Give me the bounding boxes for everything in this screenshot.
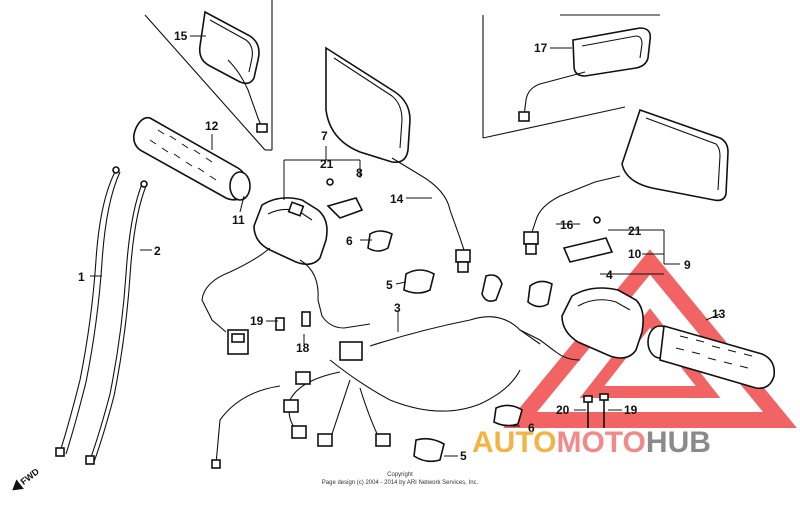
forward-arrow: FWD — [12, 466, 42, 491]
right-mirror-large — [523, 108, 729, 255]
throttle-cables — [55, 166, 148, 465]
part-label-7: 7 — [321, 129, 328, 143]
part-label-10: 10 — [628, 247, 642, 261]
part-label-12: 12 — [205, 119, 219, 133]
part-label-19a: 19 — [250, 314, 264, 328]
brackets — [326, 178, 614, 263]
part-label-11: 11 — [232, 213, 245, 227]
part-numbers: 1 2 3 4 5 5 6 6 7 8 9 10 11 12 13 14 15 … — [78, 29, 726, 463]
part-label-4: 4 — [606, 268, 613, 282]
part-label-14: 14 — [390, 192, 404, 206]
leader-lines — [90, 35, 721, 457]
part-label-18: 18 — [296, 341, 310, 355]
part-label-15: 15 — [174, 29, 188, 43]
copyright-line1: Copyright — [387, 472, 413, 478]
left-mirror-large — [325, 46, 471, 273]
part-label-21b: 21 — [628, 224, 642, 238]
watermark-moto: MOTO — [556, 426, 645, 459]
fwd-label: FWD — [19, 466, 42, 487]
watermark-auto: AUTO — [472, 426, 556, 459]
left-grip — [132, 116, 251, 201]
watermark-hub: HUB — [646, 426, 711, 459]
right-switch-housing — [561, 287, 644, 359]
part-label-19b: 19 — [624, 403, 638, 417]
clamps — [367, 230, 553, 463]
part-label-17: 17 — [534, 41, 548, 55]
part-label-8: 8 — [356, 166, 363, 180]
part-label-21a: 21 — [320, 157, 334, 171]
watermark-wordmark: AUTOMOTOHUB — [472, 426, 711, 459]
left-connectors — [227, 311, 311, 355]
svg-text:AUTOMOTOHUB: AUTOMOTOHUB — [472, 426, 711, 459]
copyright-line2: Page design (c) 2004 - 2014 by ARI Netwo… — [322, 480, 479, 486]
right-grip — [647, 324, 776, 390]
part-label-6a: 6 — [346, 234, 353, 248]
wire-harness — [211, 316, 581, 469]
part-label-3: 3 — [394, 301, 401, 315]
left-mirror-small — [144, 0, 273, 151]
part-label-9: 9 — [684, 258, 691, 272]
part-label-16: 16 — [560, 218, 574, 232]
part-label-6b: 6 — [528, 421, 535, 435]
part-label-5b: 5 — [460, 449, 467, 463]
part-label-13: 13 — [712, 307, 726, 321]
part-label-2: 2 — [154, 244, 161, 258]
part-label-1: 1 — [78, 270, 85, 284]
right-mirror-small — [482, 14, 660, 139]
screws — [583, 393, 609, 428]
part-label-20: 20 — [556, 403, 570, 417]
left-switch-housing — [201, 197, 371, 333]
copyright-block: Copyright Page design (c) 2004 - 2014 by… — [322, 472, 479, 486]
part-label-5a: 5 — [386, 278, 393, 292]
